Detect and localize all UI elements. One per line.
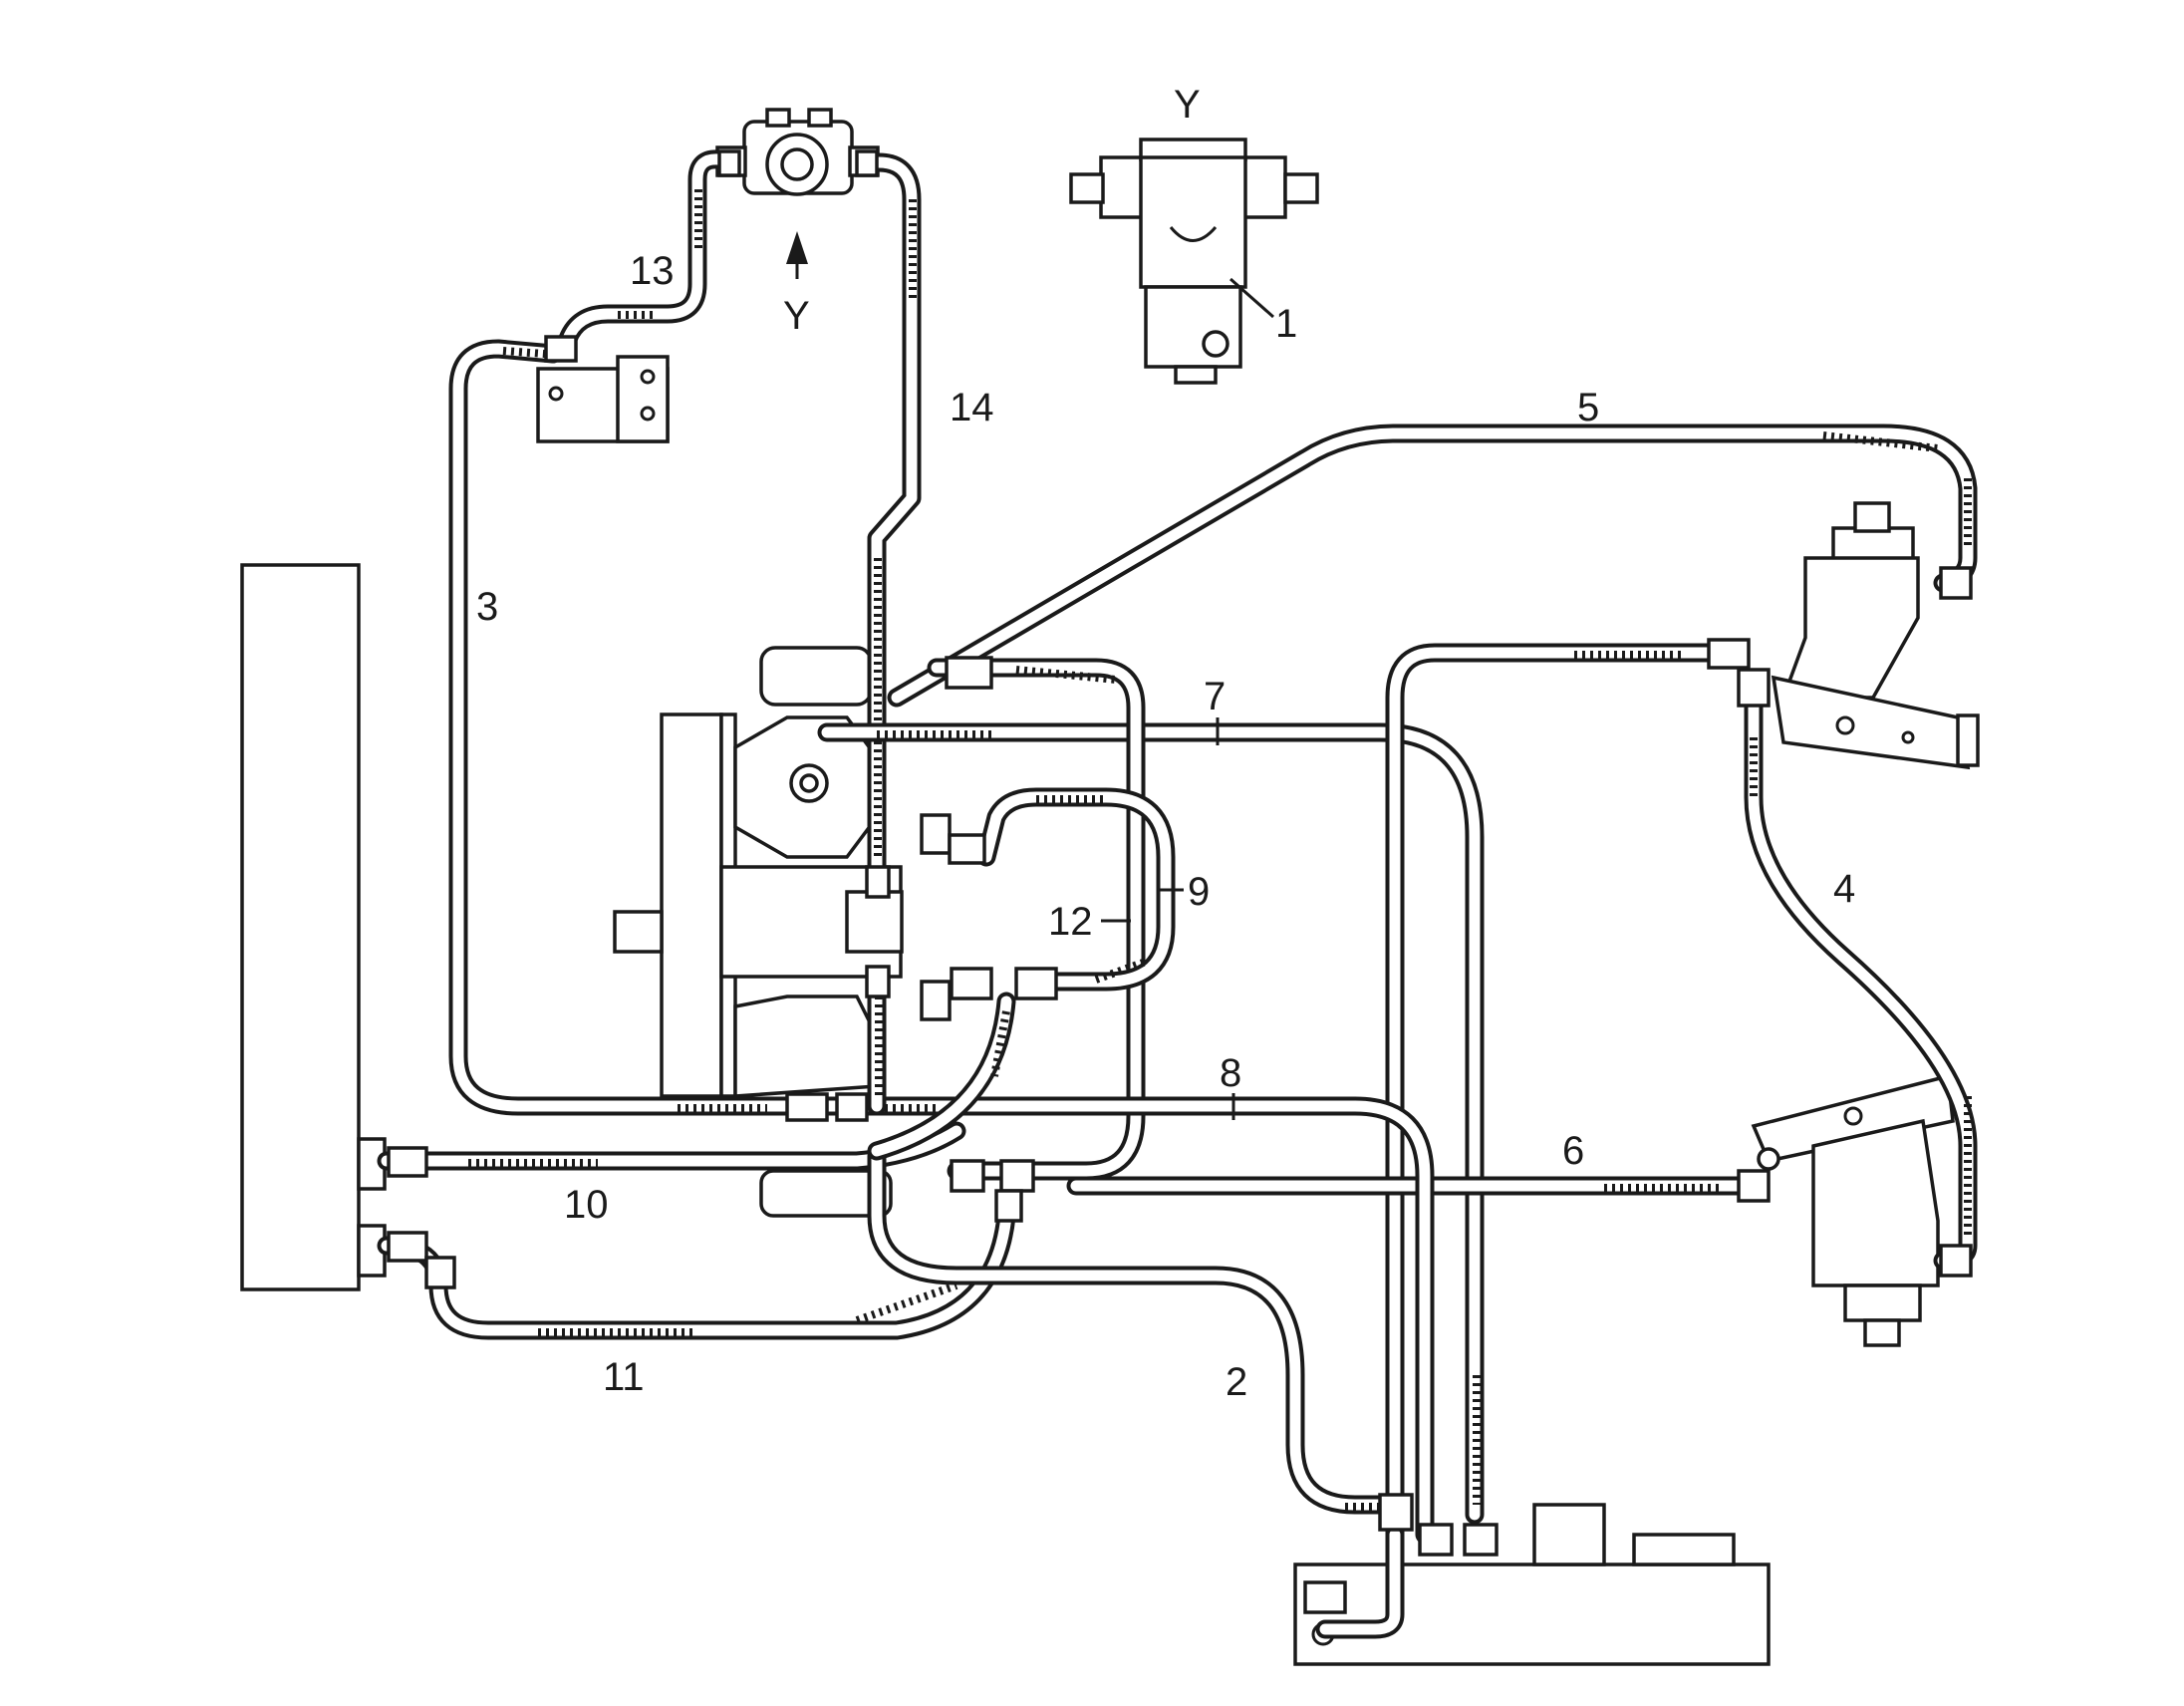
valve-y	[715, 108, 880, 196]
hose-motor-return	[1385, 643, 1724, 1545]
view-y-detail-label: Y	[1174, 83, 1201, 127]
bottom-control-block	[1293, 1503, 1771, 1666]
pressure-filter-block	[536, 355, 670, 443]
label-12: 12	[1048, 900, 1093, 944]
hose-2	[867, 1146, 1395, 1515]
cooler-block	[240, 563, 361, 1291]
label-6: 6	[1562, 1129, 1584, 1173]
label-11: 11	[603, 1355, 645, 1399]
label-3: 3	[476, 585, 498, 629]
label-9: 9	[1188, 870, 1210, 914]
leader-1	[1229, 277, 1274, 319]
label-13: 13	[630, 249, 675, 293]
label-7: 7	[1204, 675, 1226, 718]
label-14: 14	[950, 386, 994, 429]
label-1: 1	[1275, 302, 1297, 346]
main-pump-assembly	[613, 646, 904, 1218]
label-2: 2	[1226, 1360, 1247, 1404]
detail-view-y-valve	[1069, 138, 1319, 385]
label-4: 4	[1833, 867, 1855, 911]
view-y-arrow-label: Y	[783, 294, 810, 338]
hydraulic-motor-upper	[1771, 501, 1980, 770]
hoses	[377, 149, 1978, 1639]
label-8: 8	[1220, 1051, 1241, 1095]
label-10: 10	[564, 1183, 609, 1227]
fittings	[387, 149, 1973, 1557]
hydraulic-motor-lower	[1751, 1073, 1955, 1347]
view-y-arrowhead	[786, 231, 808, 264]
label-5: 5	[1577, 386, 1599, 429]
